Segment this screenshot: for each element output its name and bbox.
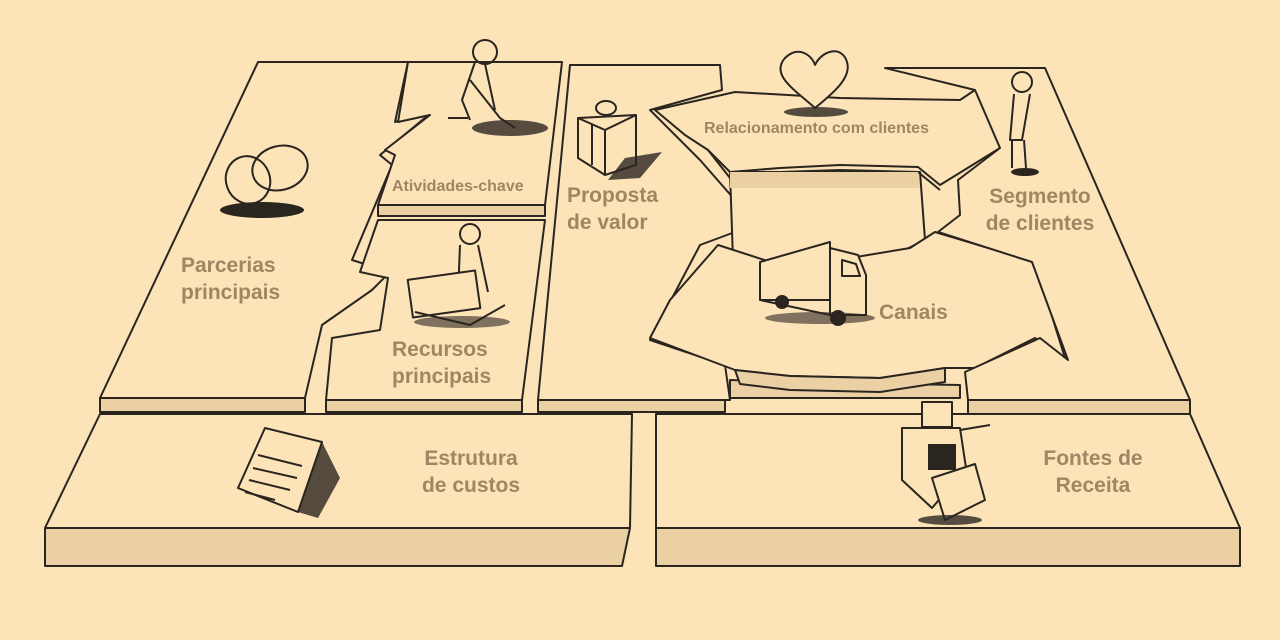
label-relationships: Relacionamento com clientes [704,120,929,137]
document-icon [237,427,340,518]
label-partners: Parcerias principais [181,252,280,307]
label-resources: Recursos principais [392,336,491,391]
block-segments [884,67,1191,415]
label-resources-line2: principais [392,365,492,389]
label-value-line2: de valor [567,211,648,235]
label-revenue: Fontes de Receita [1028,445,1158,500]
label-partners-line1: Parcerias [181,254,276,277]
label-segments-line1: Segmento [989,185,1091,208]
label-revenue-line1: Fontes de [1043,447,1143,470]
block-revenue [655,413,1241,567]
label-channels: Canais [879,301,948,324]
worker-icon [406,223,510,328]
block-costs [44,413,633,567]
heart-icon [779,50,849,117]
arrow-relationships [654,87,1001,191]
label-revenue-line2: Receita [1055,474,1131,498]
label-segments-line2: de clientes [985,212,1095,236]
person-icon [1009,71,1039,176]
label-costs-line2: de custos [421,474,521,498]
cash-register-icon [901,401,991,525]
rings-icon [220,144,309,218]
digger-icon [448,39,548,136]
label-costs-line1: Estrutura [424,447,518,470]
label-value: Proposta de valor [567,182,658,237]
block-activities [377,61,563,217]
label-partners-line2: principais [181,281,281,305]
label-segments: Segmento de clientes [975,183,1105,238]
label-costs: Estrutura de custos [406,445,536,500]
label-resources-line1: Recursos [392,338,488,361]
label-activities: Atividades-chave [392,178,524,195]
gift-icon [577,100,662,180]
truck-icon [759,241,875,326]
label-value-line1: Proposta [567,184,659,207]
